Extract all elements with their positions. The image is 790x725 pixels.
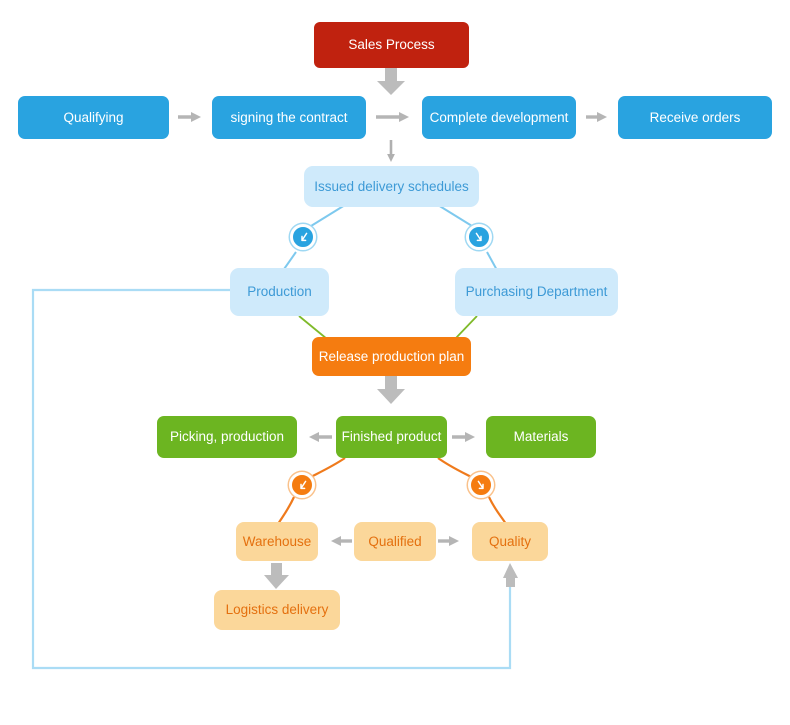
connector-production-to-release — [298, 315, 328, 340]
node-finished-product[interactable]: Finished product — [336, 416, 447, 458]
connector-sales-to-complete — [377, 68, 405, 95]
node-qualified[interactable]: Qualified — [354, 522, 436, 561]
arrow-down-left-icon — [296, 479, 309, 492]
node-quality[interactable]: Quality — [472, 522, 548, 561]
connector-warehouse-to-logistics — [264, 563, 289, 589]
arrow-down-left-icon — [297, 231, 310, 244]
node-materials[interactable]: Materials — [486, 416, 596, 458]
node-complete-development[interactable]: Complete development — [422, 96, 576, 139]
node-signing-the-contract[interactable]: signing the contract — [212, 96, 366, 139]
badge-warehouse[interactable] — [289, 472, 315, 498]
node-logistics-delivery[interactable]: Logistics delivery — [214, 590, 340, 630]
connector-release-to-finished — [377, 375, 405, 404]
node-warehouse[interactable]: Warehouse — [236, 522, 318, 561]
node-issued-delivery-schedules[interactable]: Issued delivery schedules — [304, 166, 479, 207]
node-production[interactable]: Production — [230, 268, 329, 316]
node-picking-production[interactable]: Picking, production — [157, 416, 297, 458]
node-release-production-plan[interactable]: Release production plan — [312, 337, 471, 376]
badge-purchasing[interactable] — [466, 224, 492, 250]
node-qualifying[interactable]: Qualifying — [18, 96, 169, 139]
node-purchasing-department[interactable]: Purchasing Department — [455, 268, 618, 316]
badge-production[interactable] — [290, 224, 316, 250]
arrow-down-right-icon — [473, 231, 486, 244]
badge-quality[interactable] — [468, 472, 494, 498]
node-receive-orders[interactable]: Receive orders — [618, 96, 772, 139]
connector-purchasing-to-release — [454, 315, 478, 340]
node-sales-process[interactable]: Sales Process — [314, 22, 469, 68]
arrow-down-right-icon — [475, 479, 488, 492]
